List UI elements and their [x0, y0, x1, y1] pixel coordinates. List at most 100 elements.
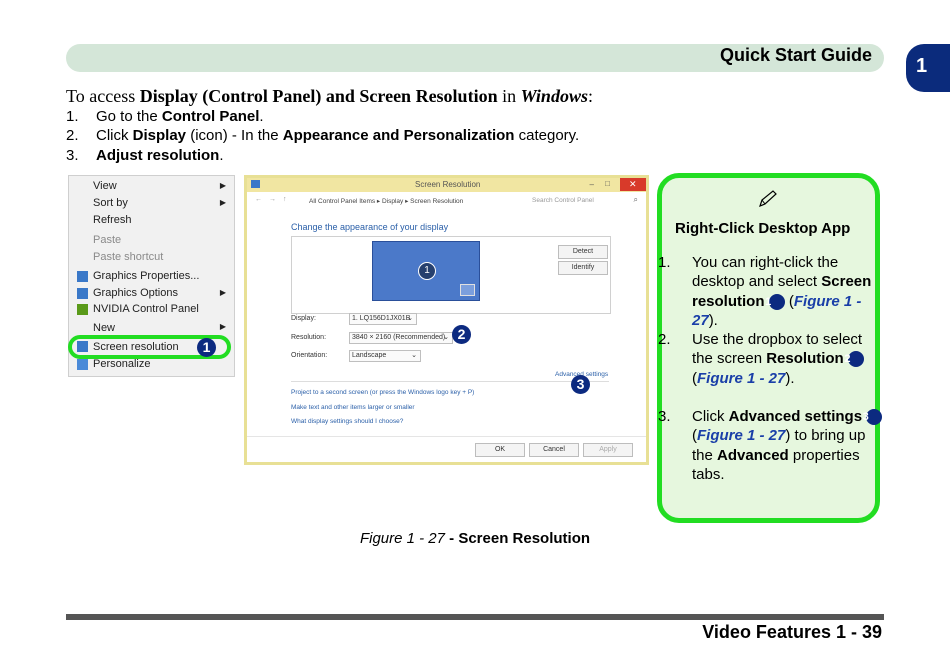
- chevron-down-icon: ⌄: [407, 315, 413, 322]
- menu-item-graphics-properties[interactable]: Graphics Properties...: [93, 269, 199, 284]
- project-second-screen-link[interactable]: Project to a second screen (or press the…: [291, 389, 475, 396]
- menu-item-refresh[interactable]: Refresh: [93, 213, 132, 228]
- step-number: 3.: [66, 147, 79, 164]
- identify-button[interactable]: Identify: [558, 261, 608, 275]
- menu-item-label: New: [93, 322, 116, 331]
- detect-button[interactable]: Detect: [558, 245, 608, 259]
- monitor-grid-icon: [460, 284, 475, 296]
- note-text: You can right-click the desktop and sele…: [692, 254, 839, 291]
- step-text: (icon) - In the: [186, 127, 283, 144]
- orientation-value: Landscape: [352, 352, 387, 359]
- submenu-arrow-icon: ▶: [219, 198, 226, 207]
- step-text: Go to the: [96, 108, 162, 125]
- graphics-icon: [77, 271, 88, 282]
- chapter-number: 1: [916, 55, 928, 77]
- cancel-button[interactable]: Cancel: [529, 443, 579, 457]
- callout-badge-1: 1: [197, 338, 216, 357]
- menu-item-sort-by[interactable]: Sort by: [93, 196, 128, 211]
- resolution-label: Resolution:: [291, 334, 327, 341]
- search-icon[interactable]: ⌕: [633, 195, 638, 204]
- menu-item-paste[interactable]: Paste: [93, 233, 121, 248]
- submenu-arrow-icon: ▶: [219, 322, 226, 331]
- header-title: Quick Start Guide: [719, 45, 872, 65]
- apply-button[interactable]: Apply: [583, 443, 633, 457]
- note-item-1: 1. You can right-click the desktop and se…: [658, 254, 872, 329]
- up-arrow-icon[interactable]: ↑: [283, 196, 287, 203]
- menu-item-personalize[interactable]: Personalize: [93, 357, 150, 372]
- intro-italic: Windows: [520, 86, 588, 106]
- menu-item-label: Graphics Options: [93, 287, 178, 299]
- search-input[interactable]: Search Control Panel: [532, 197, 594, 204]
- monitor-number: 1: [418, 262, 436, 280]
- make-text-larger-link[interactable]: Make text and other items larger or smal…: [291, 404, 415, 411]
- note-text: Click: [692, 408, 725, 425]
- step-3: 3. Adjust resolution.: [66, 147, 224, 164]
- step-bold: Appearance and Personalization: [282, 127, 515, 144]
- menu-item-paste-shortcut[interactable]: Paste shortcut: [93, 250, 163, 265]
- note-text: to bring up the: [692, 427, 866, 464]
- note-bold: Screen resolution: [692, 273, 872, 310]
- menu-item-label: Paste: [93, 234, 122, 246]
- breadcrumb[interactable]: All Control Panel Items ▸ Display ▸ Scre…: [309, 198, 464, 205]
- page-heading: Change the appearance of your display: [291, 222, 449, 232]
- note-box: [657, 173, 880, 523]
- forward-arrow-icon[interactable]: →: [269, 196, 276, 203]
- window-titlebar: Screen Resolution – □ ✕: [247, 178, 646, 192]
- figure-reference: Figure 1 - 27: [697, 427, 786, 445]
- menu-item-nvidia-control-panel[interactable]: NVIDIA Control Panel: [93, 302, 199, 317]
- address-bar: ← → ↑ All Control Panel Items ▸ Display …: [247, 194, 646, 208]
- desktop-context-menu: View ▶ Sort by ▶ Refresh Paste Paste sho…: [68, 175, 235, 377]
- graphics-icon: [77, 288, 88, 299]
- orientation-label: Orientation:: [291, 352, 328, 359]
- display-settings-help-link[interactable]: What display settings should I choose?: [291, 418, 404, 425]
- menu-item-label: Graphics Properties...: [93, 270, 200, 282]
- figure-caption: Figure 1 - 27 - Screen Resolution: [0, 530, 950, 547]
- step-bold: Display: [132, 127, 187, 144]
- pencil-icon: [756, 188, 778, 210]
- note-number: 1.: [658, 254, 671, 271]
- nvidia-icon: [77, 304, 88, 315]
- menu-item-label: View: [93, 180, 117, 192]
- chevron-down-icon: ⌄: [443, 334, 449, 341]
- inline-badge-1: 1: [765, 293, 785, 310]
- intro-prefix: To access: [66, 86, 140, 106]
- minimize-icon[interactable]: –: [589, 180, 594, 189]
- step-number: 1.: [66, 108, 79, 125]
- note-title: Right-Click Desktop App: [675, 220, 851, 237]
- step-bold: Adjust resolution: [96, 147, 220, 164]
- note-number: 2.: [658, 331, 671, 348]
- inline-badge-3: 3: [863, 409, 883, 425]
- menu-item-view[interactable]: View: [93, 179, 117, 194]
- display-value: 1. LQ156D1JX01B: [352, 315, 411, 322]
- menu-item-screen-resolution[interactable]: Screen resolution: [93, 340, 179, 355]
- callout-badge-3: 3: [571, 375, 590, 394]
- footer-page-label: Video Features 1 - 39: [702, 622, 882, 642]
- menu-item-label: Screen resolution: [93, 341, 179, 353]
- step-bold: Control Panel: [161, 108, 260, 125]
- note-text: Use the dropbox to select the screen: [692, 331, 863, 368]
- step-text: .: [259, 108, 264, 125]
- note-number: 3.: [658, 408, 671, 425]
- figure-reference: Figure 1 - 27: [697, 369, 786, 387]
- close-button[interactable]: ✕: [620, 178, 646, 191]
- header-bar: [66, 44, 884, 72]
- advanced-settings-link[interactable]: Advanced settings: [555, 371, 609, 378]
- menu-item-graphics-options[interactable]: Graphics Options: [93, 286, 178, 301]
- intro-middle: in: [497, 86, 521, 106]
- menu-item-label: Personalize: [93, 358, 151, 370]
- step-text: Click: [96, 127, 133, 144]
- step-text: .: [219, 147, 224, 164]
- intro-sentence: To access Display (Control Panel) and Sc…: [66, 86, 593, 107]
- monitor-preview[interactable]: 1: [372, 241, 480, 301]
- note-item-2: 2.Use the dropbox to select the screen R…: [658, 331, 864, 387]
- back-arrow-icon[interactable]: ←: [255, 196, 262, 203]
- inline-badge-2: 2: [844, 351, 864, 368]
- maximize-icon[interactable]: □: [605, 179, 610, 188]
- orientation-dropdown[interactable]: Landscape⌄: [349, 350, 421, 362]
- ok-button[interactable]: OK: [475, 443, 525, 457]
- step-1: 1. Go to the Control Panel.: [66, 108, 264, 125]
- resolution-dropdown[interactable]: 3840 × 2160 (Recommended)⌄: [349, 332, 453, 344]
- menu-item-new[interactable]: New: [93, 321, 115, 331]
- display-dropdown[interactable]: 1. LQ156D1JX01B⌄: [349, 313, 417, 325]
- step-text: category.: [514, 127, 580, 144]
